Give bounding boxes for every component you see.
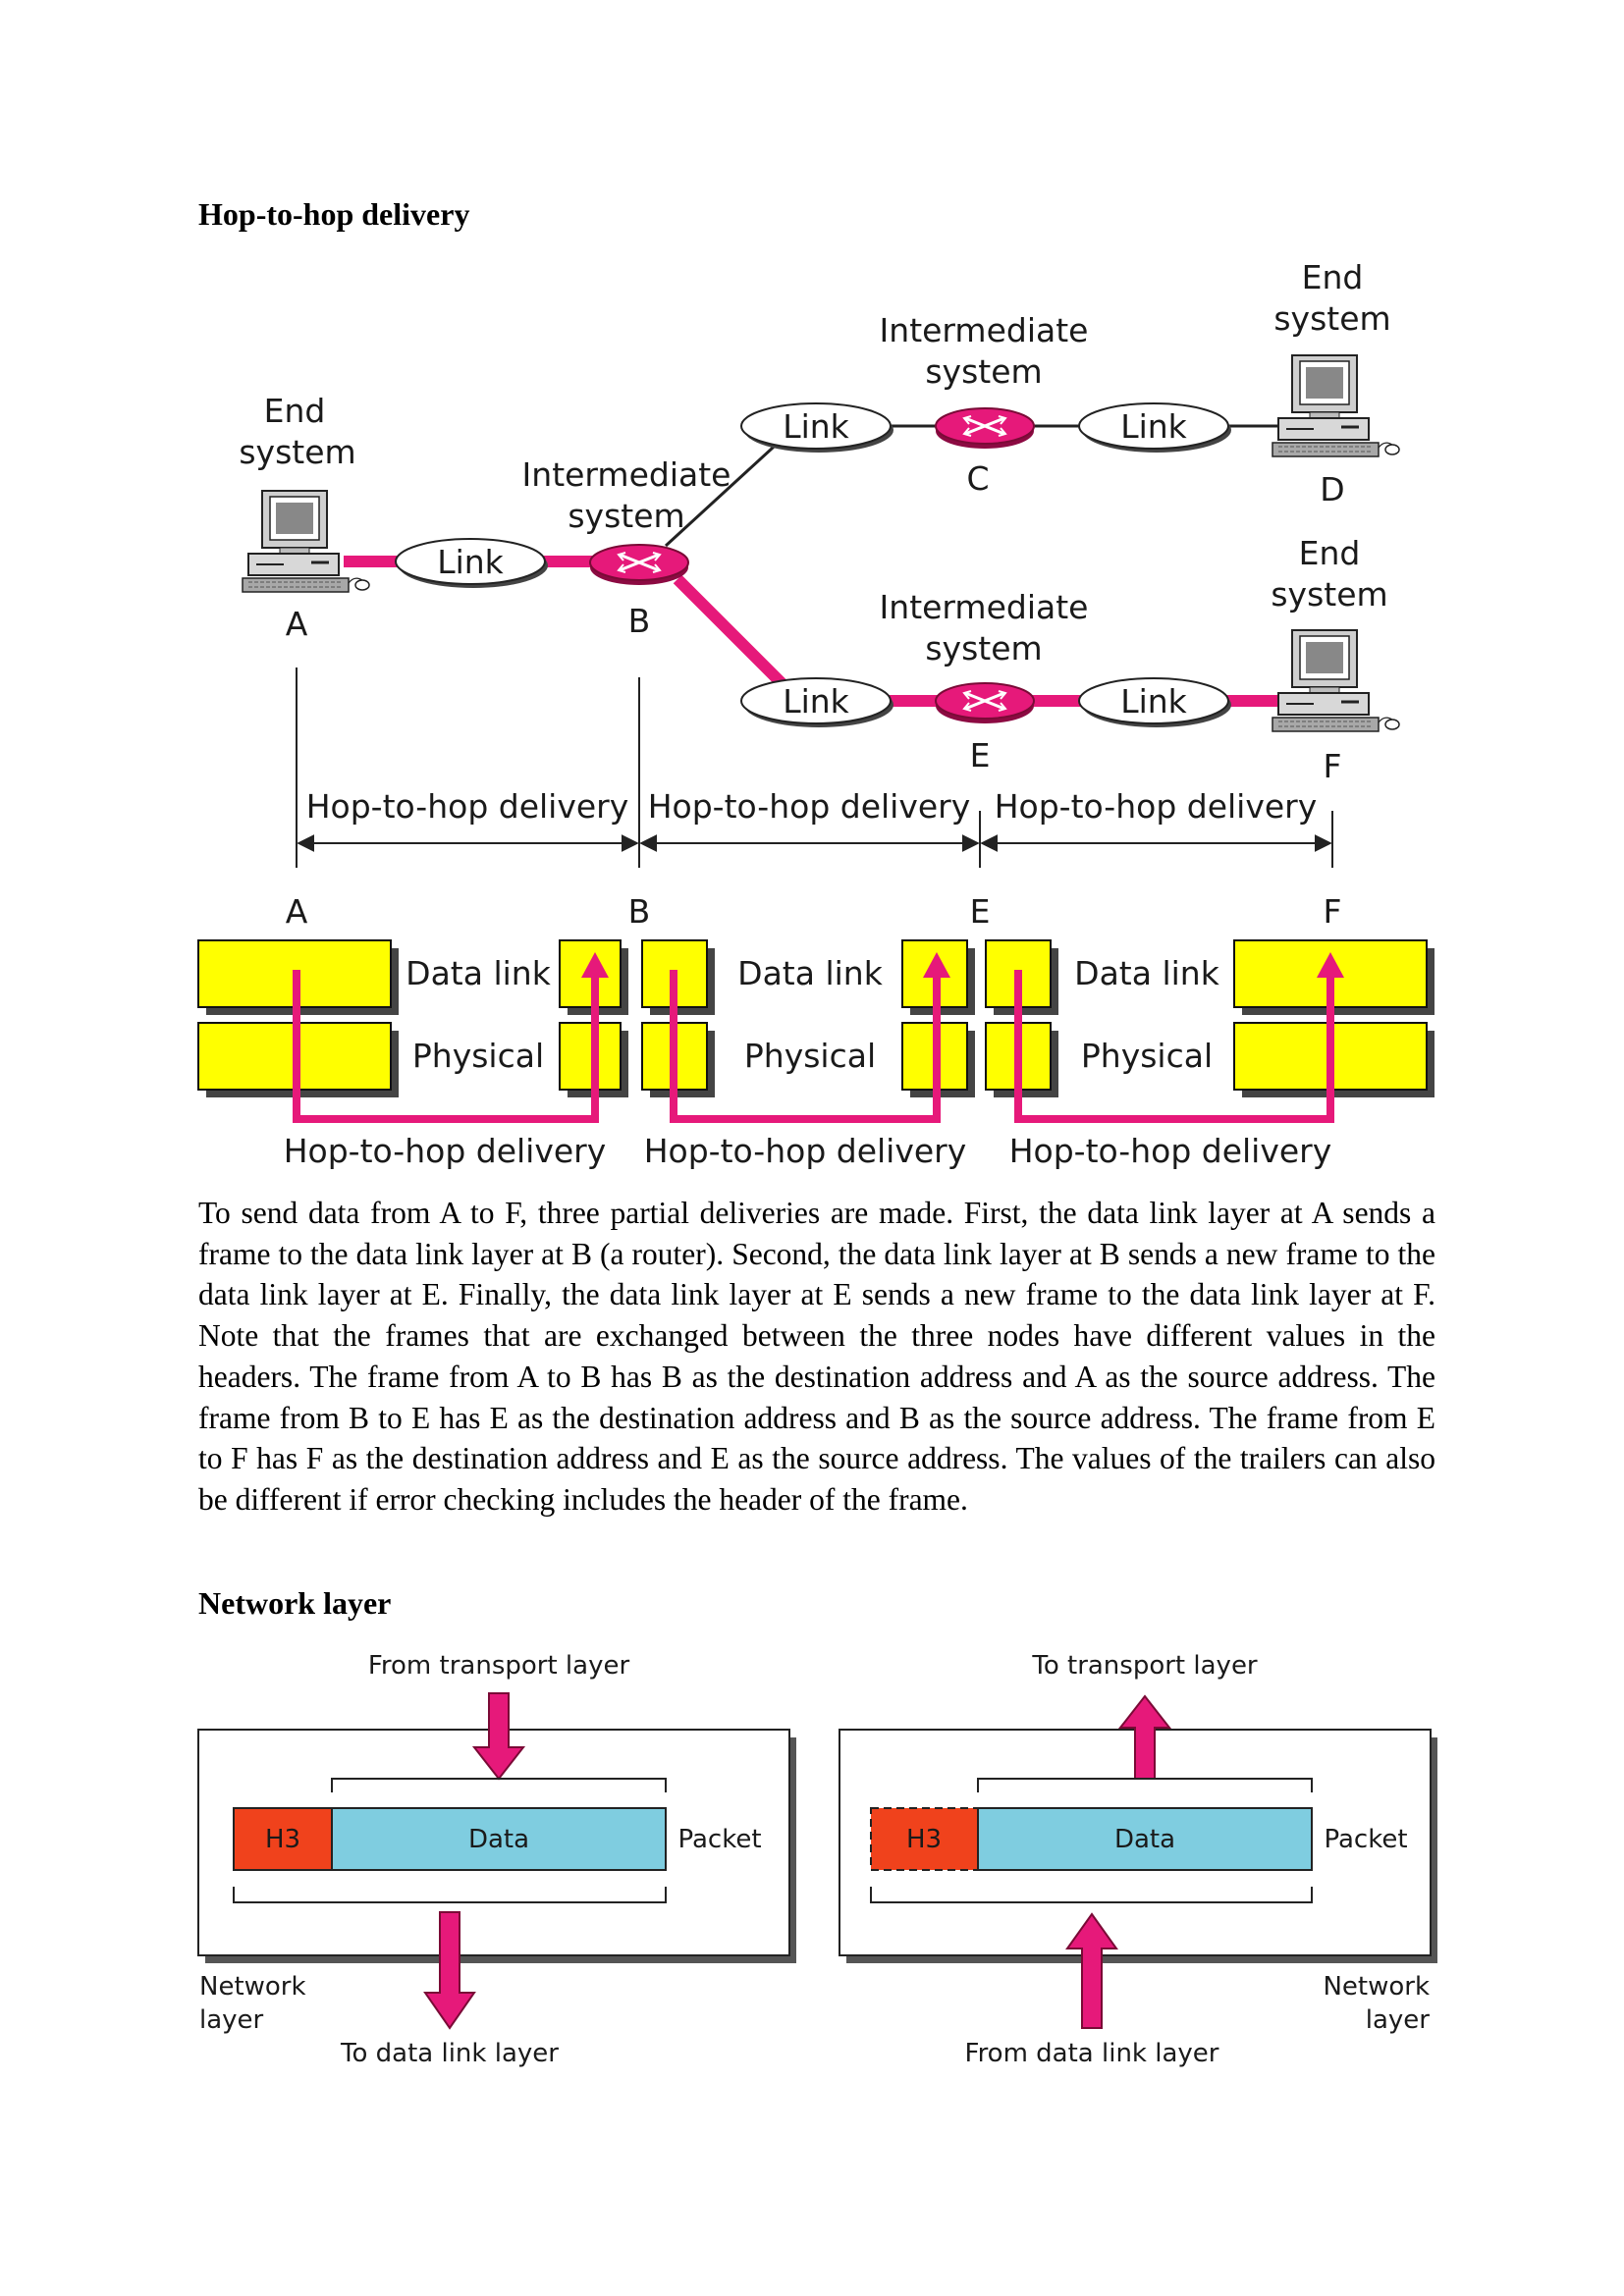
link-b-e-path	[673, 574, 790, 692]
svg-text:Intermediate: Intermediate	[880, 588, 1089, 626]
svg-text:Link: Link	[783, 682, 849, 721]
svg-text:Link: Link	[1120, 682, 1187, 721]
hop-arrow-e-icon	[923, 952, 950, 978]
down-arrow-from-transport-icon	[471, 1692, 526, 1781]
data-link-label-1: Data link	[406, 954, 552, 992]
svg-text:End: End	[264, 392, 326, 430]
network-layer-left-label-1: Network	[199, 1972, 306, 2002]
link-oval-cd: Link	[1078, 402, 1232, 454]
link-oval-ef: Link	[1078, 677, 1232, 728]
physical-label-3: Physical	[1081, 1037, 1213, 1075]
hop-bottom-label-3: Hop-to-hop delivery	[1009, 1132, 1332, 1170]
header-h3-label: H3	[265, 1825, 300, 1854]
svg-text:Link: Link	[1120, 407, 1187, 446]
to-data-link-label: To data link layer	[340, 2039, 559, 2068]
end-system-a-label: End system	[239, 392, 355, 471]
hop-to-hop-diagram: Link Link Link Link Link End system Inte…	[197, 258, 1435, 1170]
from-transport-label: From transport layer	[368, 1651, 630, 1681]
svg-text:system: system	[239, 433, 355, 471]
network-layer-right-label-1: Network	[1323, 1972, 1430, 2002]
link-oval-be: Link	[740, 677, 894, 728]
computer-d-icon	[1271, 353, 1401, 458]
layer-node-a-label: A	[286, 892, 308, 931]
svg-text:system: system	[925, 352, 1042, 391]
data-label: Data	[468, 1825, 529, 1854]
end-system-f-label: End system	[1271, 534, 1387, 614]
link-oval-bc: Link	[740, 402, 894, 454]
to-transport-label: To transport layer	[1031, 1651, 1258, 1681]
hop-arrow-b-icon	[581, 952, 609, 978]
delivery-spans	[296, 667, 1333, 868]
down-arrow-to-data-link-icon	[423, 1911, 476, 2030]
node-c-label: C	[966, 459, 989, 498]
svg-text:End: End	[1302, 258, 1364, 296]
section-heading-hop-delivery: Hop-to-hop delivery	[198, 196, 470, 232]
node-e-label: E	[970, 736, 991, 774]
computer-f-icon	[1271, 628, 1401, 733]
link-b-c-path	[664, 436, 785, 548]
packet-label-right: Packet	[1324, 1825, 1407, 1854]
up-arrow-from-data-link-icon	[1065, 1912, 1118, 2029]
link-oval-ab: Link	[395, 538, 549, 589]
end-system-d-label: End system	[1273, 258, 1390, 338]
explanation-paragraph: To send data from A to F, three partial …	[198, 1196, 1435, 1517]
hop-label-be: Hop-to-hop delivery	[648, 787, 971, 826]
svg-text:Intermediate: Intermediate	[880, 311, 1089, 349]
physical-label-2: Physical	[744, 1037, 876, 1075]
header-h3-removed-box	[870, 1807, 979, 1871]
network-layer-right-label-2: layer	[1366, 2005, 1431, 2035]
hop-label-ef: Hop-to-hop delivery	[995, 787, 1318, 826]
intermediate-system-e-label: Intermediate system	[880, 588, 1089, 667]
data-label-right: Data	[1114, 1825, 1175, 1854]
header-h3-box	[233, 1807, 333, 1871]
layer-node-f-label: F	[1324, 892, 1342, 931]
svg-text:Intermediate: Intermediate	[522, 455, 731, 494]
hop-bottom-label-1: Hop-to-hop delivery	[284, 1132, 607, 1170]
node-d-label: D	[1320, 470, 1344, 508]
svg-text:system: system	[925, 629, 1042, 667]
computer-a-icon	[241, 489, 371, 594]
svg-text:End: End	[1299, 534, 1361, 572]
intermediate-system-b-label: Intermediate system	[522, 455, 731, 535]
router-c-icon	[934, 406, 1036, 451]
network-layer-left-label-2: layer	[199, 2005, 264, 2035]
from-data-link-label: From data link layer	[965, 2039, 1219, 2068]
layer-node-e-label: E	[970, 892, 991, 931]
svg-text:Link: Link	[783, 407, 849, 446]
header-h3-label-right: H3	[906, 1825, 942, 1854]
router-b-icon	[588, 543, 690, 587]
data-link-label-3: Data link	[1074, 954, 1220, 992]
section-heading-network-layer: Network layer	[198, 1585, 392, 1621]
layer-node-b-label: B	[628, 892, 651, 931]
data-link-label-2: Data link	[737, 954, 884, 992]
up-arrow-to-transport-icon	[1117, 1694, 1172, 1780]
intermediate-system-c-label: Intermediate system	[880, 311, 1089, 391]
hop-label-ab: Hop-to-hop delivery	[306, 787, 629, 826]
physical-label-1: Physical	[412, 1037, 544, 1075]
hop-bottom-label-2: Hop-to-hop delivery	[644, 1132, 967, 1170]
node-b-label: B	[628, 602, 651, 640]
node-a-label: A	[286, 605, 308, 643]
hop-arrow-f-icon	[1317, 952, 1344, 978]
svg-text:system: system	[1273, 299, 1390, 338]
svg-text:Link: Link	[437, 543, 504, 581]
data-box	[331, 1807, 667, 1871]
svg-text:system: system	[568, 497, 684, 535]
router-e-icon	[934, 681, 1036, 725]
data-box-right	[977, 1807, 1313, 1871]
layer-boxes	[197, 939, 1435, 1097]
svg-text:system: system	[1271, 575, 1387, 614]
packet-label: Packet	[677, 1825, 761, 1854]
network-layer-diagram: From transport layer H3 Data Packet Netw…	[197, 1651, 1437, 2068]
node-f-label: F	[1324, 747, 1342, 785]
hop-paths	[293, 970, 1334, 1123]
